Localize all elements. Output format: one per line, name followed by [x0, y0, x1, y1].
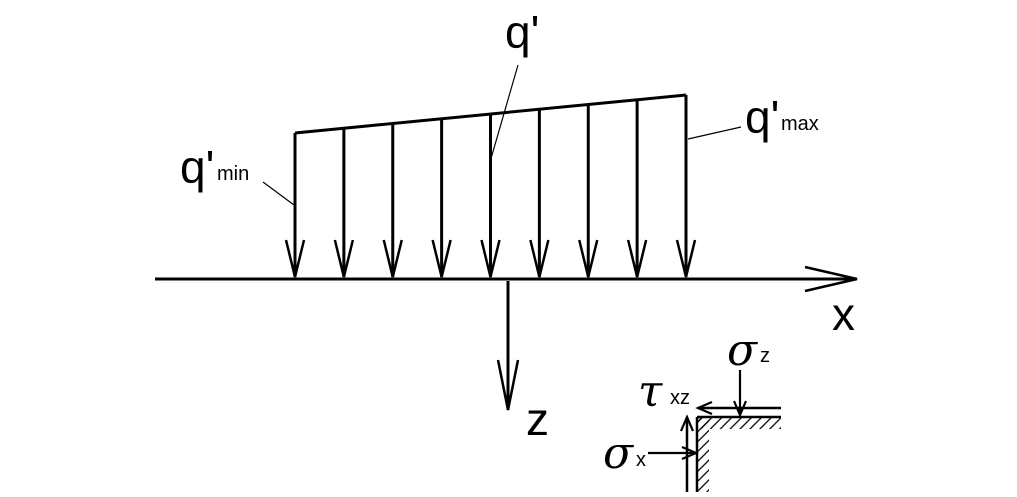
q-label: q'	[505, 6, 539, 58]
load-arrow	[578, 104, 599, 278]
z-axis-label: z	[526, 393, 549, 445]
qmin-subscript: min	[217, 163, 249, 185]
sigma-x-subscript: x	[636, 449, 646, 471]
qmin-leader-line	[262, 181, 295, 206]
sigma-z-symbol: σ	[727, 325, 759, 376]
load-arrow	[480, 114, 501, 278]
q-leader-line	[489, 64, 519, 163]
load-arrow	[675, 95, 697, 278]
stress-element	[648, 370, 781, 492]
tau-xz-subscript: xz	[670, 387, 690, 409]
left-hatch	[697, 417, 709, 492]
load-arrow	[431, 118, 452, 278]
x-axis	[155, 265, 858, 293]
qmin-label: q'	[180, 141, 214, 193]
sigma-z-subscript: z	[760, 345, 770, 367]
tau-xz-symbol: τ	[638, 366, 663, 417]
load-arrow	[529, 109, 550, 278]
sigma-x-symbol: σ	[603, 428, 635, 479]
load-arrow	[626, 99, 648, 278]
qmax-leader-line	[687, 126, 742, 140]
top-hatch	[697, 417, 781, 429]
load-arrow	[284, 133, 306, 278]
load-arrow	[382, 123, 403, 278]
x-axis-label: x	[832, 288, 855, 340]
qmax-subscript: max	[781, 113, 819, 135]
z-axis	[496, 281, 520, 411]
qmax-label: q'	[745, 91, 779, 143]
load-arrow	[333, 128, 355, 278]
load-arrows	[284, 95, 697, 278]
